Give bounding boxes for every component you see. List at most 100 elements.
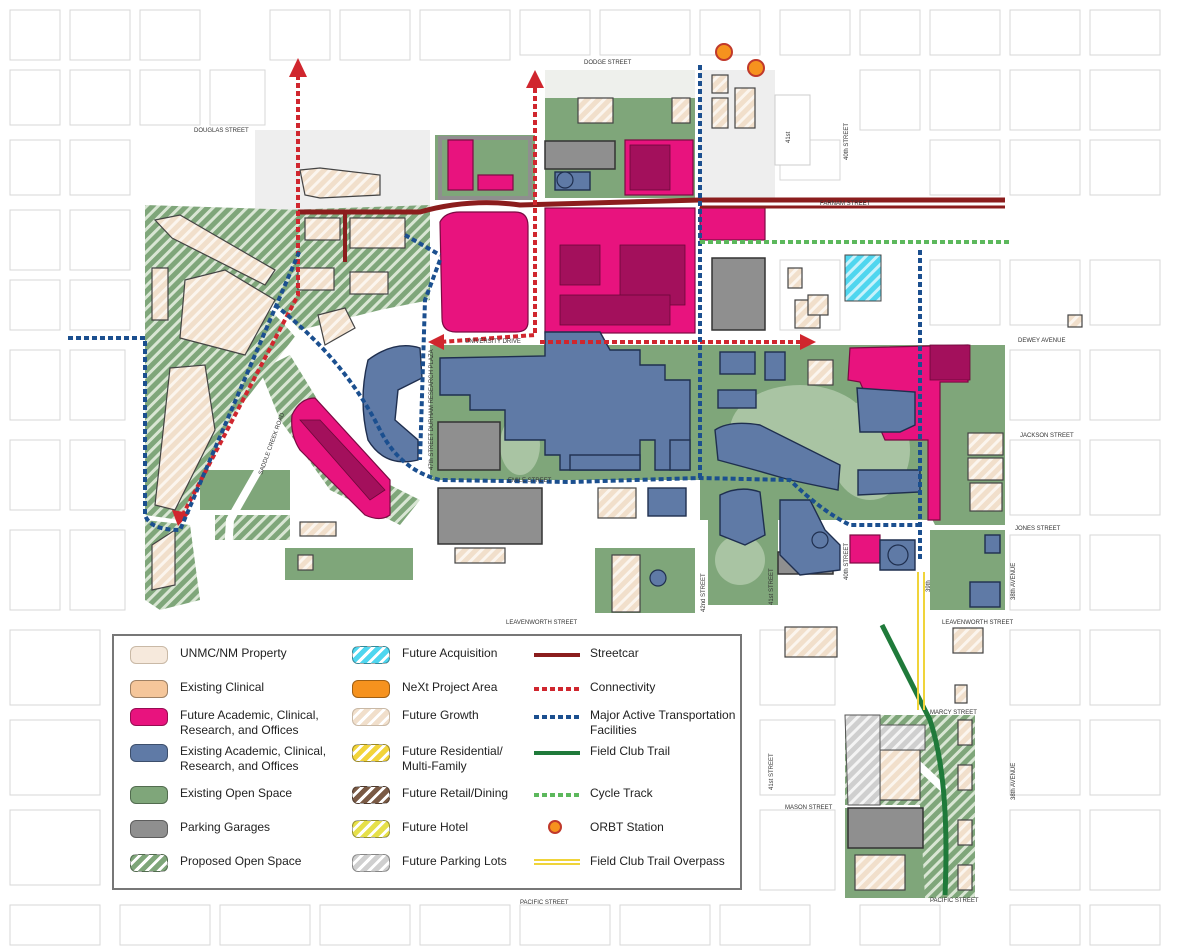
- legend-label: Streetcar: [590, 646, 639, 660]
- label-dodge: DODGE STREET: [584, 60, 632, 66]
- label-douglas: DOUGLAS STREET: [194, 128, 249, 134]
- label-42nd: 42nd STREET: [701, 573, 707, 612]
- label-marcy: MARCY STREET: [930, 710, 977, 716]
- label-47th: 47th STREET DURHAM RESEARCH PLAZA: [429, 349, 435, 470]
- legend-swatch: [130, 786, 168, 804]
- label-saddle-creek: SADDLE CREEK ROAD: [258, 412, 286, 476]
- legend-label: Future Acquisition: [402, 646, 498, 660]
- legend-swatch: [352, 708, 390, 726]
- connectivity-arrows: [172, 58, 816, 526]
- label-mason: MASON STREET: [785, 805, 833, 811]
- legend-item: NeXt Project Area: [352, 680, 497, 698]
- label-dewey: DEWEY AVENUE: [1018, 338, 1065, 344]
- legend-item: Cycle Track: [534, 786, 653, 804]
- label-41st-s: 41st STREET: [769, 753, 775, 790]
- legend-item: Streetcar: [534, 646, 639, 664]
- parking-garages: [437, 140, 924, 849]
- label-university: UNIVERSITY DRIVE: [465, 339, 521, 345]
- label-41st: 41st STREET: [769, 568, 775, 605]
- legend-line-symbol: [534, 646, 580, 664]
- legend-label: Existing Academic, Clinical,Research, an…: [180, 744, 327, 773]
- legend-label: Cycle Track: [590, 786, 653, 800]
- label-38th: 38th AVENUE: [1011, 563, 1017, 600]
- label-40th: 40th STREET: [844, 543, 850, 580]
- future-parking-lots: [844, 714, 926, 806]
- legend-label: Future Residential/Multi-Family: [402, 744, 503, 773]
- legend-swatch: [130, 744, 168, 762]
- legend-item: ORBT Station: [534, 820, 664, 838]
- legend-swatch: [130, 820, 168, 838]
- legend-item: Field Club Trail Overpass: [534, 854, 725, 872]
- street-grid: [9, 9, 1161, 946]
- legend-label: Field Club Trail Overpass: [590, 854, 725, 868]
- legend-swatch: [352, 680, 390, 698]
- label-leavenworth-w: LEAVENWORTH STREET: [506, 620, 577, 626]
- garage-outline: [438, 136, 532, 200]
- legend-item: UNMC/NM Property: [130, 646, 287, 664]
- legend-swatch: [130, 646, 168, 664]
- label-41st-n: 41st: [786, 131, 792, 143]
- legend-line-symbol: [534, 708, 580, 726]
- label-jones: JONES STREET: [1015, 526, 1061, 532]
- legend-swatch: [352, 744, 390, 762]
- legend-item: Future Parking Lots: [352, 854, 507, 872]
- legend-label: Parking Garages: [180, 820, 271, 834]
- legend-label: NeXt Project Area: [402, 680, 498, 694]
- legend-item: Future Hotel: [352, 820, 468, 838]
- label-pacific-s: PACIFIC STREET: [520, 900, 569, 906]
- round-buildings: [556, 61, 909, 587]
- future-academic-detail: [299, 144, 971, 501]
- legend-item: Existing Clinical: [130, 680, 264, 698]
- legend-line-symbol: [534, 786, 580, 804]
- legend-item: Proposed Open Space: [130, 854, 301, 872]
- legend-swatch: [352, 820, 390, 838]
- legend-label: Future Academic, Clinical,Research, and …: [180, 708, 319, 737]
- legend-swatch: [130, 708, 168, 726]
- label-leavenworth-e: LEAVENWORTH STREET: [942, 620, 1013, 626]
- legend-label: Existing Open Space: [180, 786, 293, 800]
- orbt-stations: [715, 43, 765, 77]
- legend-item: Parking Garages: [130, 820, 270, 838]
- legend-label: Connectivity: [590, 680, 656, 694]
- future-acquisition-parcel: [844, 254, 882, 302]
- label-jackson: JACKSON STREET: [1020, 433, 1074, 439]
- existing-academic-buildings: [362, 171, 1001, 608]
- legend-item: Future Retail/Dining: [352, 786, 508, 804]
- legend-item: Existing Academic, Clinical,Research, an…: [130, 744, 326, 774]
- legend-label: Proposed Open Space: [180, 854, 302, 868]
- legend-label: Future Hotel: [402, 820, 469, 834]
- orbt-station-icon: [534, 820, 580, 838]
- field-club-trail-overpass: [917, 572, 925, 710]
- active-transportation: [68, 65, 922, 560]
- legend-item: Field Club Trail: [534, 744, 670, 762]
- legend-swatch: [130, 680, 168, 698]
- legend-item: Future Residential/Multi-Family: [352, 744, 503, 774]
- label-39th: 39th: [926, 580, 932, 592]
- legend-label: Existing Clinical: [180, 680, 265, 694]
- legend-item: Connectivity: [534, 680, 655, 698]
- legend-swatch: [352, 854, 390, 872]
- legend-line-symbol: [534, 744, 580, 762]
- legend-label: Field Club Trail: [590, 744, 671, 758]
- legend-item: Future Academic, Clinical,Research, and …: [130, 708, 319, 738]
- legend-label: Future Growth: [402, 708, 479, 722]
- legend-line-symbol: [534, 854, 580, 872]
- legend-swatch: [130, 854, 168, 872]
- legend-label: ORBT Station: [590, 820, 664, 834]
- label-farnam: FARNAM STREET: [820, 201, 871, 207]
- field-club-trail: [879, 623, 949, 896]
- legend-label: Future Retail/Dining: [402, 786, 509, 800]
- legend-label: UNMC/NM Property: [180, 646, 287, 660]
- legend-line-symbol: [534, 680, 580, 698]
- connectivity-lines: [178, 75, 805, 521]
- future-growth-buildings: [151, 74, 1083, 891]
- street-labels: DODGE STREET DOUGLAS STREET FARNAM STREE…: [194, 60, 1074, 906]
- label-pacific-e: PACIFIC STREET: [930, 898, 979, 904]
- label-40th-n: 40th STREET: [844, 123, 850, 160]
- streetcar-line: [298, 197, 1005, 262]
- legend-swatch: [352, 786, 390, 804]
- legend-swatch: [352, 646, 390, 664]
